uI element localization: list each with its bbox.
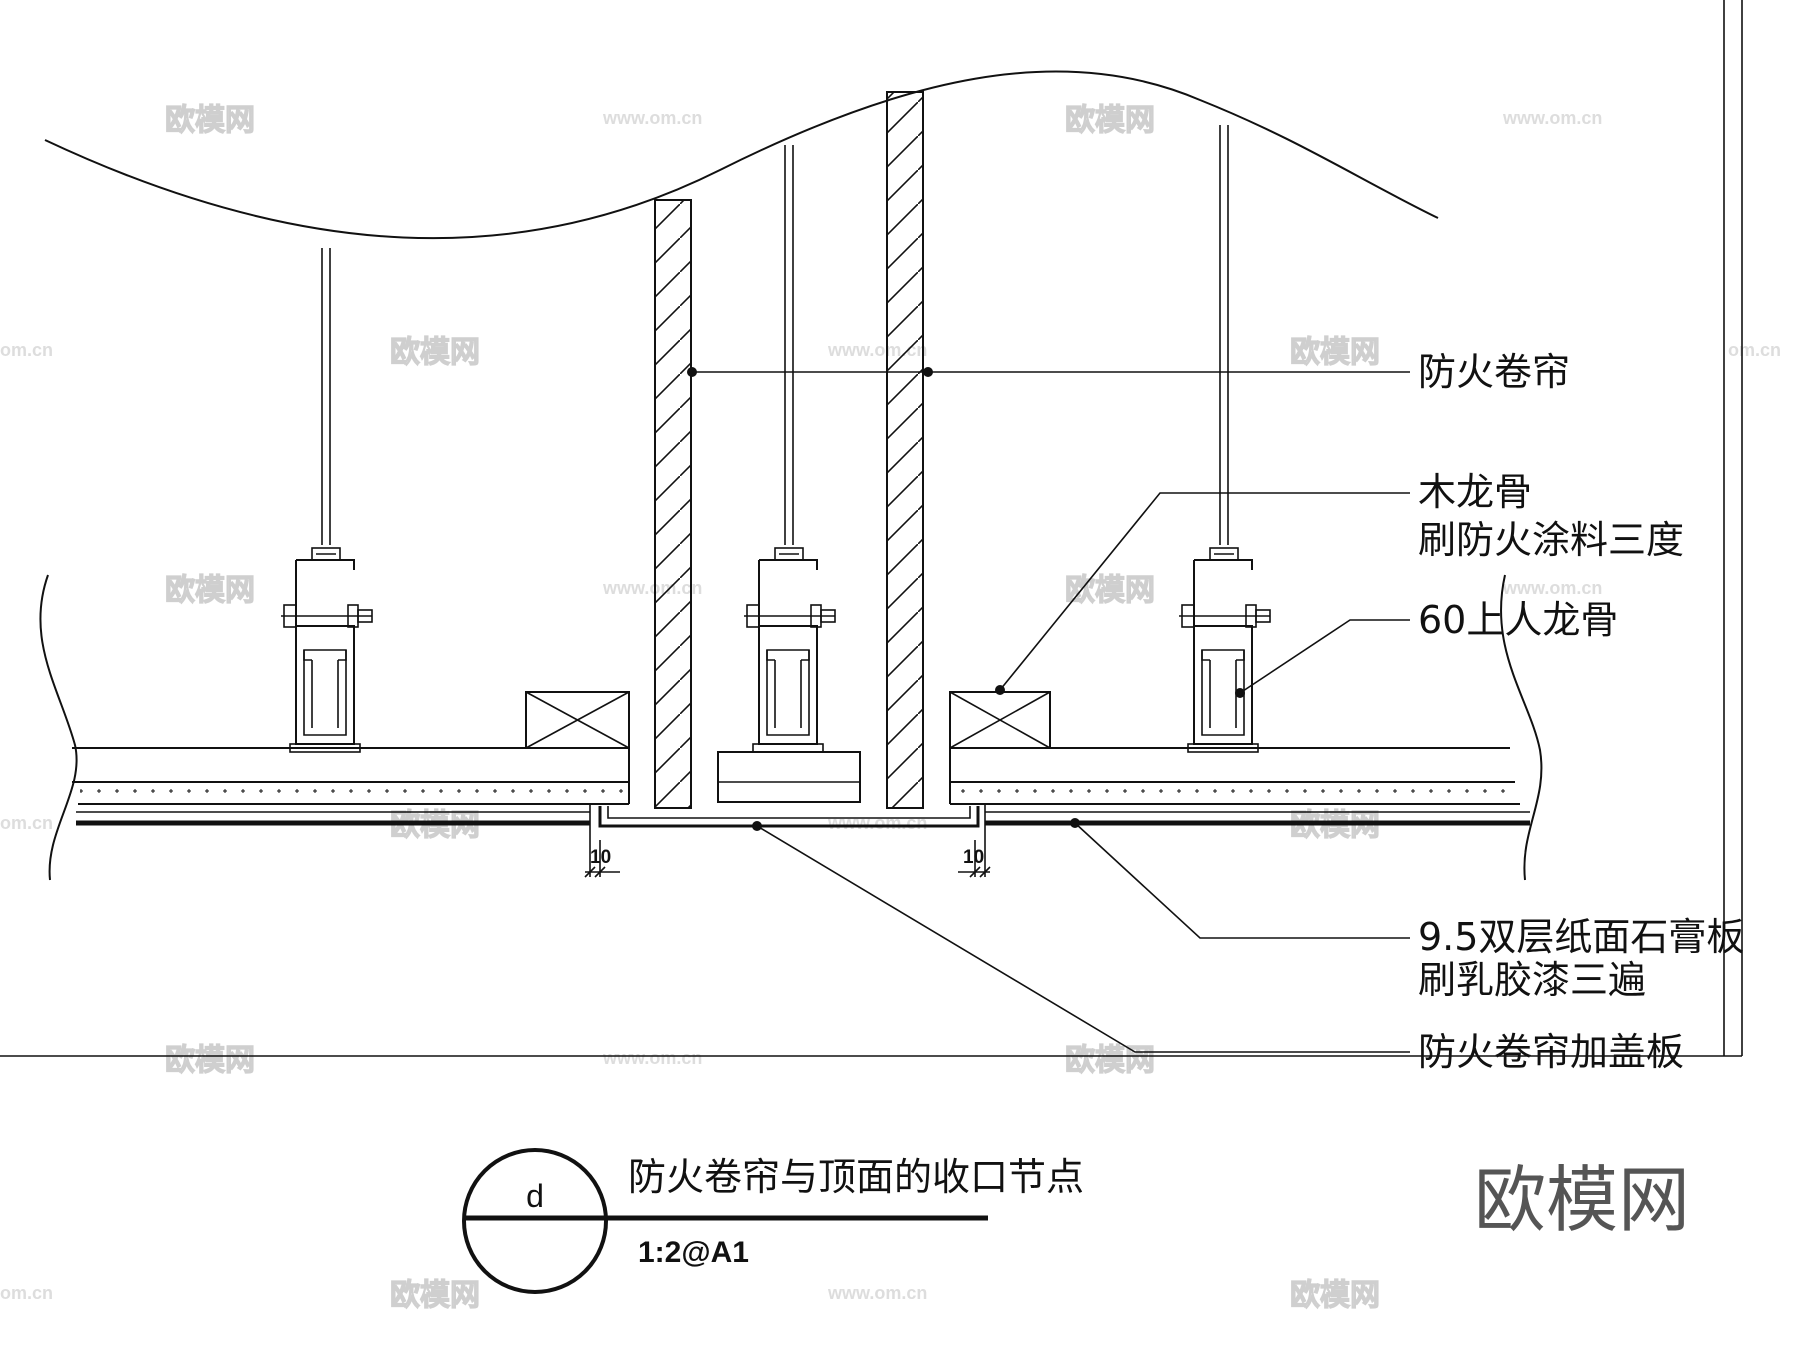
watermark-url: www.om.cn <box>602 1048 702 1068</box>
dimension-left: 10 <box>584 840 620 878</box>
hanger-assembly-center <box>744 547 836 753</box>
hanger-rods <box>321 125 1229 545</box>
detail-title: 防火卷帘与顶面的收口节点 <box>628 1155 1084 1199</box>
watermark: 欧模网 <box>1290 335 1380 370</box>
label-gypsum-board: 9.5双层纸面石膏板 <box>1418 915 1744 959</box>
label-wood-joist-coating: 刷防火涂料三度 <box>1418 518 1684 562</box>
slab-break-line <box>44 70 1439 240</box>
detail-ref: d <box>526 1178 544 1214</box>
hanger-assembly-right <box>1179 547 1271 753</box>
shutter-base-block <box>717 751 861 803</box>
watermark: 欧模网 <box>1065 573 1155 608</box>
left-break-line <box>39 574 78 881</box>
detail-scale: 1:2@A1 <box>638 1236 749 1269</box>
watermark: 欧模网 <box>165 1043 255 1078</box>
leader-lines <box>687 367 1410 1053</box>
watermark-layer: 欧模网 欧模网 www.om.cn www.om.cn 欧模网 欧模网 www.… <box>0 102 1781 1313</box>
label-roller-shutter: 防火卷帘 <box>1418 350 1570 394</box>
label-wood-joist: 木龙骨 <box>1418 470 1532 514</box>
label-latex-paint: 刷乳胶漆三遍 <box>1418 958 1646 1002</box>
watermark: 欧模网 <box>1065 103 1155 138</box>
ceiling-board-left <box>72 747 630 826</box>
drawing-frame <box>0 0 1743 1057</box>
watermark: 欧模网 <box>165 103 255 138</box>
wood-joist-left <box>525 691 630 749</box>
watermark-url: www.om.cn <box>827 813 927 833</box>
label-cover-plate: 防火卷帘加盖板 <box>1418 1030 1684 1074</box>
dimension-label: 10 <box>590 847 611 868</box>
watermark: 欧模网 <box>1290 1278 1380 1313</box>
shutter-guide-left <box>654 199 692 809</box>
watermark: 欧模网 <box>1065 1043 1155 1078</box>
right-break-line <box>1500 574 1543 881</box>
hanger-assembly-left <box>281 547 373 753</box>
watermark: 欧模网 <box>390 1278 480 1313</box>
watermark-url: www.om.cn <box>827 1283 927 1303</box>
ceiling-board-right <box>949 747 1530 826</box>
watermark-url: www.om.cn <box>1502 108 1602 128</box>
watermark: 欧模网 <box>165 573 255 608</box>
shutter-guide-right <box>886 91 924 809</box>
dimension-label: 10 <box>963 847 984 868</box>
watermark-url: www.om.cn <box>602 108 702 128</box>
brand-logo: 欧模网 <box>1474 1158 1690 1242</box>
detail-ref-circle <box>462 1148 608 1294</box>
title-block: d 防火卷帘与顶面的收口节点 1:2@A1 <box>462 1148 1084 1294</box>
cover-plate <box>598 806 980 828</box>
watermark-url: om.cn <box>0 1283 53 1303</box>
wood-joist-right <box>949 691 1051 749</box>
watermark: 欧模网 <box>390 335 480 370</box>
watermark-url: om.cn <box>0 340 53 360</box>
label-main-runner: 60上人龙骨 <box>1418 598 1618 642</box>
watermark-url: www.om.cn <box>1502 578 1602 598</box>
watermark-url: om.cn <box>0 813 53 833</box>
watermark-url: om.cn <box>1728 340 1781 360</box>
dimension-right: 10 <box>958 840 991 878</box>
